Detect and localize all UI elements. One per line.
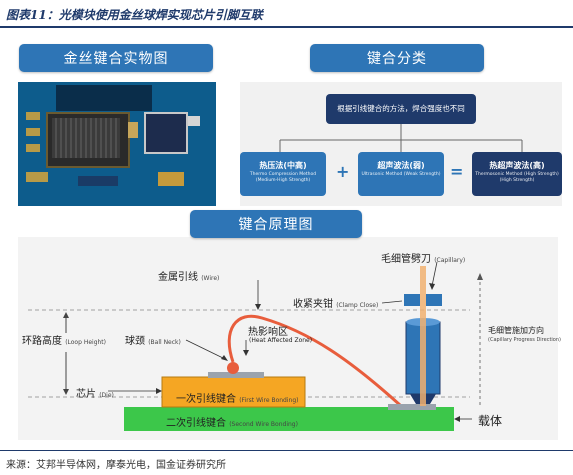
classification-top-text: 根据引线键合的方法，焊合强度也不同 [337, 104, 465, 113]
photo-chip-right [144, 112, 188, 154]
label-wire: 金属引线 (Wire) [158, 268, 219, 283]
method-title: 超声波法(弱) [377, 161, 425, 170]
plus-sign: + [336, 162, 350, 181]
label-die-cn: 芯片 [76, 389, 96, 400]
label-second-bond-en: (Second Wire Bonding) [229, 421, 298, 428]
method-box-thermosonic: 热超声波法(高) Thermosonic Method (High Streng… [472, 152, 562, 196]
method-title: 热压法(中高) [259, 161, 307, 170]
label-loop-cn: 环路高度 [22, 336, 62, 347]
equals-sign: = [450, 162, 464, 181]
label-haz-cn: 热影响区 [248, 327, 288, 338]
method-box-thermocompression: 热压法(中高) Thermo Compression Method (Mediu… [240, 152, 326, 196]
classification-panel: 根据引线键合的方法，焊合强度也不同 热压法(中高) Thermo Compres… [240, 82, 562, 206]
label-neck-cn: 球颈 [125, 336, 145, 347]
method-title: 热超声波法(高) [489, 161, 545, 170]
label-second-bond: 二次引线键合 (Second Wire Bonding) [166, 414, 298, 429]
title-rule [0, 26, 573, 28]
method-subtitle: Thermo Compression Method (Medium-High S… [249, 172, 317, 183]
label-capillary: 毛细管劈刀 (Capillary) [381, 250, 465, 265]
photo-chip-die [52, 118, 120, 158]
label-second-bond-cn: 二次引线键合 [166, 418, 226, 429]
classification-connectors [279, 124, 523, 152]
figure-title: 图表11：光模块使用金丝球焊实现芯片引脚互联 [6, 8, 263, 22]
label-die-en: (Die) [99, 392, 114, 399]
label-loop: 环路高度 (Loop Height) [22, 332, 106, 347]
label-neck: 球颈 (Ball Neck) [125, 332, 181, 347]
header-classification: 键合分类 [310, 44, 484, 72]
label-first-bond-en: (First Wire Bonding) [239, 397, 299, 404]
header-principle: 键合原理图 [190, 210, 362, 238]
photo-pad [26, 112, 40, 120]
gold-wire-bonding-photo [18, 82, 216, 206]
method-box-ultrasonic: 超声波法(弱) Ultrasonic Method (Weak Strength… [358, 152, 444, 196]
label-loop-en: (Loop Height) [65, 339, 106, 346]
label-wire-cn: 金属引线 [158, 272, 198, 283]
label-capillary-en: (Capillary) [434, 257, 466, 264]
header-photo: 金丝键合实物图 [19, 44, 213, 72]
label-capillary-cn: 毛细管劈刀 [381, 254, 431, 265]
label-haz: 热影响区 [248, 323, 288, 338]
label-clamp-en: (Clamp Close) [336, 302, 379, 309]
method-subtitle: Ultrasonic Method (Weak Strength) [361, 172, 441, 177]
label-haz-en: (Heat Affected Zone) [249, 337, 313, 344]
label-first-bond: 一次引线键合 (First Wire Bonding) [176, 390, 298, 405]
label-progress-en: (Capillary Progress Direction) [488, 337, 561, 343]
label-clamp: 收紧夹钳 (Clamp Close) [293, 295, 378, 310]
photo-pad [158, 172, 184, 186]
source-note: 来源：艾邦半导体网，摩泰光电，国金证券研究所 [6, 460, 226, 471]
photo-pad [26, 144, 40, 152]
photo-trace [78, 176, 118, 186]
photo-pad [26, 172, 48, 182]
label-neck-en: (Ball Neck) [148, 339, 181, 346]
label-carrier: 载体 [478, 414, 503, 428]
classification-top-box: 根据引线键合的方法，焊合强度也不同 [326, 94, 476, 124]
photo-pad [26, 128, 40, 136]
method-subtitle: Thermosonic Method (High Strength) (High… [475, 172, 559, 183]
photo-component [128, 122, 138, 138]
label-die: 芯片 (Die) [76, 385, 114, 400]
label-clamp-cn: 收紧夹钳 [293, 299, 333, 310]
label-first-bond-cn: 一次引线键合 [176, 394, 236, 405]
label-progress-cn: 毛细管施加方向 [488, 326, 544, 335]
source-rule [0, 450, 573, 451]
label-wire-en: (Wire) [201, 275, 220, 282]
photo-component [188, 116, 200, 126]
photo-substrate-strip [56, 85, 152, 111]
